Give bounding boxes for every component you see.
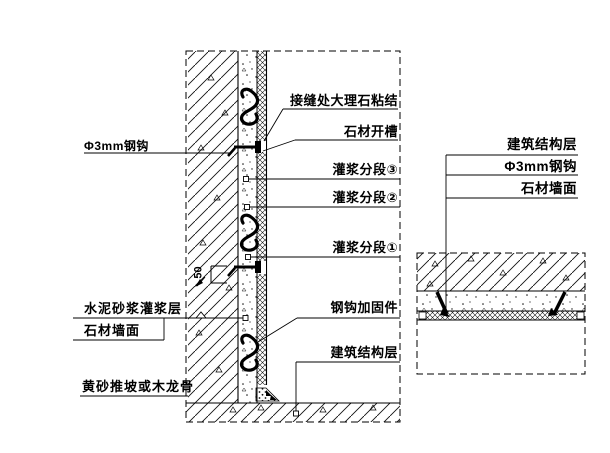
label-stone-wall-face: 石材墙面 — [84, 323, 141, 338]
detail-cut-border — [416, 252, 586, 375]
label-detail-hook-diameter: Φ3mm钢钩 — [504, 159, 577, 174]
stone-joint-lower — [257, 261, 266, 274]
label-hook-fastener: 钢钩加固件 — [330, 300, 398, 315]
label-hook-diameter: Φ3mm钢钩 — [84, 139, 149, 153]
detail-stone-panel — [419, 311, 583, 320]
floor-slab-hatch — [186, 403, 400, 422]
wall-concrete-hatch — [188, 51, 238, 403]
label-grout-stage-1: 灌浆分段① — [332, 240, 398, 255]
label-detail-stone-wall-face: 石材墙面 — [521, 181, 577, 196]
label-sand-wedge: 黄砂推坡或木龙骨 — [82, 379, 195, 394]
stone-panel — [257, 51, 267, 385]
detail-plan-view — [416, 154, 586, 375]
label-joint-bond: 接缝处大理石粘结 — [289, 93, 398, 108]
detail-concrete-hatch — [417, 253, 585, 291]
section-cut-border — [185, 50, 401, 423]
label-dimension-50: 50 — [192, 266, 205, 279]
leader-markers-main — [195, 176, 299, 417]
mortar-grout-layer — [238, 51, 257, 403]
detail-hook-icon — [435, 291, 567, 317]
label-mortar-grout-layer: 水泥砂浆灌浆层 — [84, 301, 183, 316]
label-grout-stage-2: 灌浆分段② — [332, 190, 398, 205]
leader-lines-main — [73, 108, 400, 413]
aggregate-symbols — [195, 74, 377, 413]
label-detail-structure-layer: 建筑结构层 — [507, 137, 577, 152]
sand-wedge — [255, 387, 280, 402]
stone-joint-upper — [257, 141, 266, 152]
dimension-50 — [195, 265, 227, 287]
label-structure-layer-main: 建筑结构层 — [330, 345, 398, 360]
detail-aggregate-symbols — [426, 255, 570, 287]
detail-mortar-layer — [417, 291, 585, 311]
label-stone-groove: 石材开槽 — [343, 124, 398, 139]
main-section-view — [73, 50, 401, 423]
leader-lines-detail — [445, 154, 578, 314]
label-grout-stage-3: 灌浆分段③ — [332, 162, 398, 177]
